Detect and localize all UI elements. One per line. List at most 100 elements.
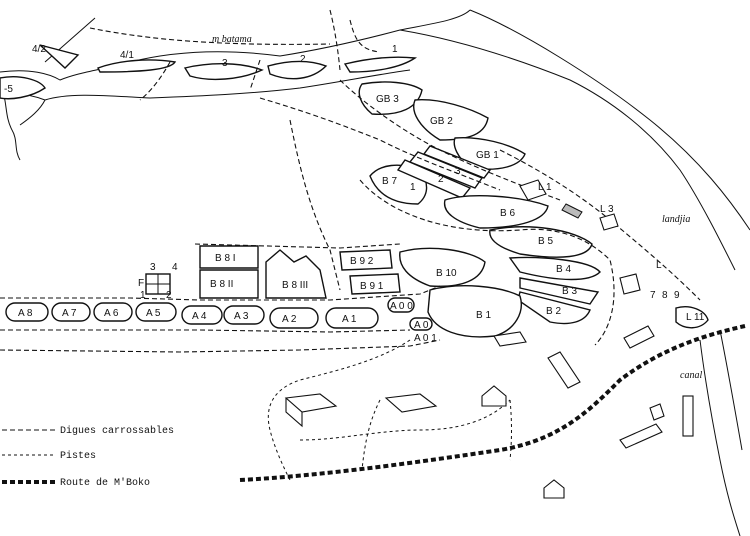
pond-A8 [5,302,49,322]
building-1 [284,393,338,428]
label-A6: A 6 [104,308,119,319]
label-B3: B 3 [562,286,577,297]
label-A3: A 3 [234,311,249,322]
track-south-2 [299,399,511,441]
pond-L11 [675,306,709,329]
pond-B8-II [199,269,259,299]
pond-A7 [51,302,91,322]
pond-A5 [135,302,177,322]
pond-B9-2 [339,249,393,271]
label-B10: B 10 [436,268,457,279]
pond-A1 [325,307,379,329]
label-A2: A 2 [282,314,297,325]
road-south-2 [0,339,441,353]
label-B8-I: B 8 I [215,253,236,264]
label-pond-4-2: 4/2 [32,44,46,55]
road-ring-east [359,179,615,346]
label-B5: B 5 [538,236,553,247]
building-11 [649,403,665,421]
label-small-4: 4 [172,262,178,273]
label-small-2: 2 [166,290,172,301]
pond-B3 [519,277,600,305]
label-B9-1: B 9 1 [360,281,384,292]
label-L8: 8 [662,290,668,301]
road-main-west [0,285,441,301]
label-mbatama: m batama [212,34,252,45]
label-B4: B 4 [556,264,571,275]
label-B7-2: 2 [438,174,444,185]
building-7 [493,331,527,347]
pond-B8-I [199,245,259,269]
label-pond-2: 2 [300,54,306,65]
pond-A2 [269,307,319,329]
pond-4-1 [97,59,177,73]
label-B8-II: B 8 II [210,279,233,290]
pond-GB1 [453,136,526,170]
label-canal: canal [680,370,702,381]
pond-B1 [427,285,522,338]
label-A0: A 0 [414,320,429,331]
label-B2: B 2 [546,306,561,317]
pond-A4 [181,305,223,325]
label-B1: B 1 [476,310,491,321]
label-B7-1: 1 [410,182,416,193]
canal-bank [699,329,743,536]
pond-A6 [93,302,133,322]
label-L3: L 3 [600,204,614,215]
pond-2 [267,60,328,80]
building-5 [619,423,663,449]
legend-roads-label: Digues carrossables [60,425,174,437]
label-small-F: F [138,278,144,289]
pond-A3 [223,305,265,325]
label-B9-2: B 9 2 [350,256,374,267]
building-tower [682,395,694,437]
pond-B4 [508,256,601,281]
pond-B7-3 [422,145,492,179]
pond-B10 [399,247,486,287]
label-L9: 9 [674,290,680,301]
label-GB1: GB 1 [476,150,499,161]
label-L11: L 11 [686,312,705,323]
label-A5: A 5 [146,308,161,319]
label-landjia: landjia [662,214,690,225]
label-B7-3: 3 [455,166,461,177]
building-6 [547,351,581,389]
building-8 [519,179,547,201]
label-pond-1: 1 [392,44,398,55]
pond-A0 [409,317,433,331]
label-B7: B 7 [382,176,397,187]
pond-B2 [517,291,591,325]
label-L1: L 1 [538,182,552,193]
label-GB3: GB 3 [376,94,399,105]
road-center-vertical [289,119,341,291]
road-main-south [0,329,411,333]
label-GB2: GB 2 [430,116,453,127]
road-to-GB [339,79,561,201]
label-A1: A 1 [342,314,357,325]
label-L7: 7 [650,290,656,301]
label-A01: A 0 1 [414,333,437,344]
road-east-coast [499,149,701,301]
track-south-3 [361,399,381,471]
label-A7: A 7 [62,308,77,319]
building-13 [599,213,619,231]
pond-B9-1 [349,273,401,295]
label-A00: A 0 0 [390,301,413,312]
road-river-link [139,9,381,101]
label-B8-III: B 8 III [282,280,308,291]
building-4 [543,479,565,499]
pond-grid-lines [146,274,170,294]
route-mboko [239,324,746,482]
pond-minus-5 [0,76,46,100]
label-small-1: 1 [140,290,146,301]
building-12 [561,203,583,219]
building-9 [619,273,641,295]
label-pond-minus-5: -5 [4,84,13,95]
label-A8: A 8 [18,308,33,319]
pond-3 [183,63,264,81]
label-small-3: 3 [150,262,156,273]
label-A4: A 4 [192,311,207,322]
pond-A00 [387,297,415,313]
building-3 [481,385,507,407]
